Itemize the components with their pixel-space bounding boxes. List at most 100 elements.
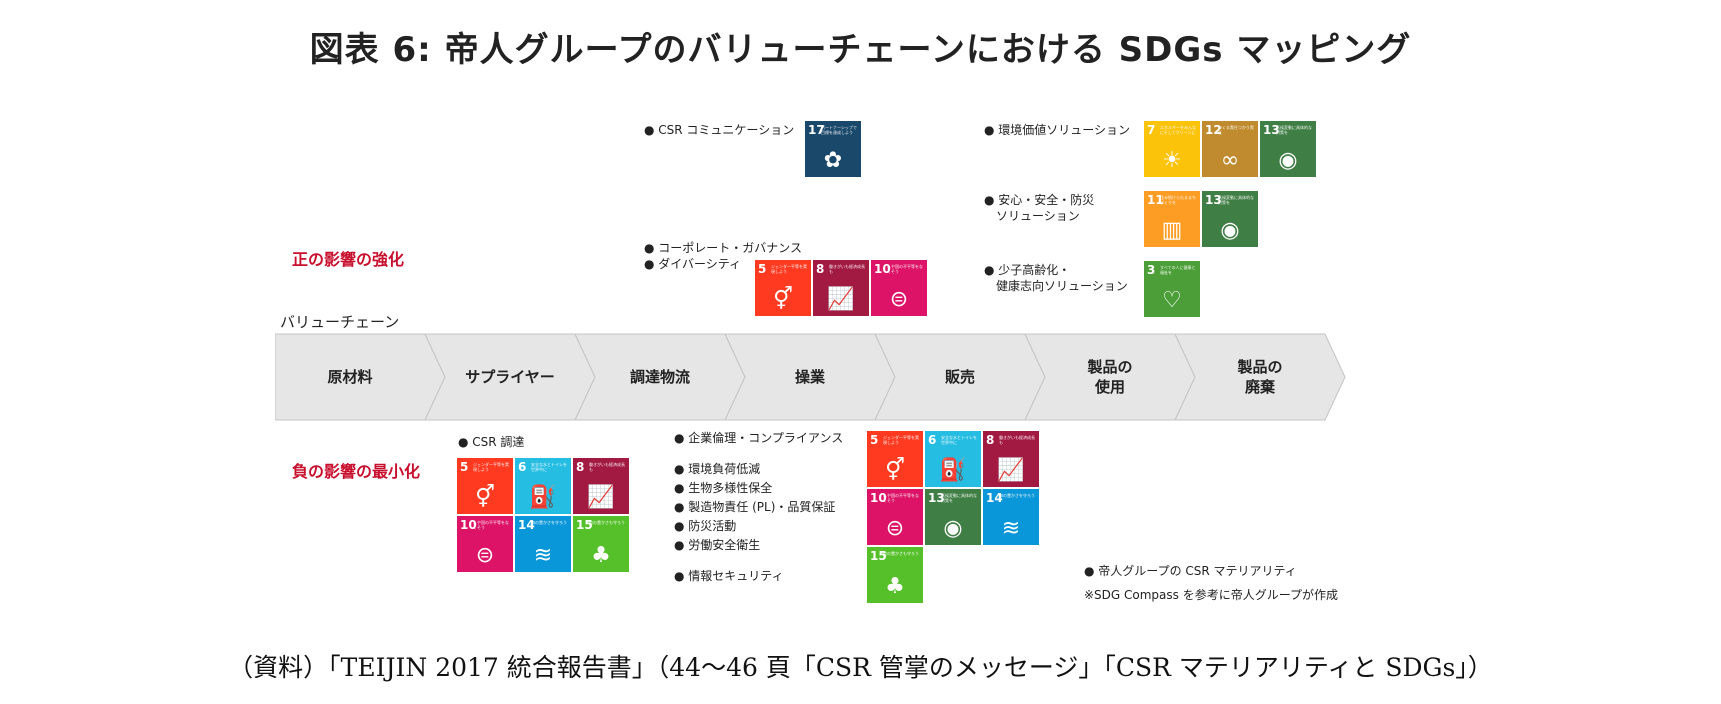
sdg-goal-text: ジェンダー平等を実現しよう: [473, 462, 509, 472]
value-chain-label: バリューチェーン: [280, 313, 400, 331]
sdg-goal-17-icon: ✿: [823, 148, 843, 173]
sdg-goal-number: 17: [808, 123, 825, 137]
sdg-goal-13-icon: ◉: [1278, 148, 1298, 173]
value-chain-arrows: [275, 333, 1346, 421]
sdg-goal-14-icon: ≋: [533, 543, 553, 568]
value-chain-stage: 調達物流: [629, 368, 690, 386]
page-title: 図表 6: 帝人グループのバリューチェーンにおける SDGs マッピング: [309, 30, 1412, 70]
sdg-goal-text: 海の豊かさを守ろう: [999, 493, 1035, 498]
sdg-goal-text: ジェンダー平等を実現しよう: [883, 435, 919, 445]
sdg-goal-text: 働きがいも経済成長も: [829, 264, 865, 274]
sdg-goal-14-icon: ≋: [1001, 516, 1021, 541]
item-governance-diversity: ● コーポレート・ガバナンス ● ダイバーシティ: [644, 241, 803, 271]
sdg-goal-number: 14: [518, 518, 535, 532]
value-chain: 原材料 サプライヤー 調達物流 操業 販売 製品の 使用 製品の 廃棄: [275, 333, 1355, 421]
sdg-goal-text: 気候変動に具体的な対策を: [1218, 195, 1254, 205]
sdg-goal-text: 働きがいも経済成長も: [589, 462, 625, 472]
sdg-goal-8-icon: 📈: [997, 458, 1025, 483]
item-information-security: ● 情報セキュリティ: [674, 569, 784, 583]
sdg-goal-number: 10: [874, 262, 891, 276]
sdg-goal-number: 7: [1147, 123, 1156, 137]
sdg-goal-text: 働きがいも経済成長も: [999, 435, 1035, 445]
value-chain-stage: 原材料: [327, 368, 373, 386]
sdg-goal-number: 5: [460, 460, 469, 474]
sdg-goal-number: 6: [518, 460, 527, 474]
sdg-goal-text: 海の豊かさを守ろう: [531, 520, 567, 525]
sdg-goal-text: ジェンダー平等を実現しよう: [771, 264, 807, 274]
value-chain-stage: 操業: [794, 368, 825, 386]
sdg-goal-5-icon: ⚥: [773, 287, 793, 312]
sdg-goal-text: 気候変動に具体的な対策を: [1276, 125, 1312, 135]
sdg-goal-11-icon: ▥: [1161, 218, 1183, 243]
item-csr-procurement: ● CSR 調達: [458, 435, 525, 449]
sdg-goal-3-icon: ♡: [1162, 288, 1182, 313]
sdg-goal-text: つくる責任つかう責任: [1218, 125, 1254, 135]
value-chain-stage: サプライヤー: [465, 368, 555, 386]
sdg-goal-number: 13: [1263, 123, 1280, 137]
item-ethics-compliance: ● 企業倫理・コンプライアンス: [674, 431, 844, 445]
sdg-goal-12-icon: ∞: [1220, 148, 1240, 173]
sdg-goal-text: 陸の豊かさも守ろう: [589, 520, 625, 525]
value-chain-stage: 製品の 廃棄: [1237, 358, 1283, 396]
sdg-goal-number: 13: [928, 491, 945, 505]
sdg-goal-number: 10: [870, 491, 887, 505]
sdg-goal-8-tile: 8 働きがいも経済成長も 📈: [982, 430, 1040, 488]
sdg-goal-text: 住み続けられるまちづくりを: [1160, 195, 1196, 205]
sdg-goal-number: 5: [758, 262, 767, 276]
sdg-goal-text: 人や国の不平等をなくそう: [887, 264, 923, 274]
sdg-goal-8-icon: 📈: [827, 287, 855, 312]
sdg-goal-text: すべての人に健康と福祉を: [1160, 265, 1196, 275]
sdg-goal-6-icon: ⛽: [529, 485, 557, 510]
sdg-goal-number: 14: [986, 491, 1003, 505]
sdg-goal-3-tile: 3 すべての人に健康と福祉を ♡: [1143, 260, 1201, 318]
sdg-goal-10-icon: ⊜: [889, 287, 909, 312]
sdg-goal-text: パートナーシップで目標を達成しよう: [821, 125, 857, 135]
sdg-goal-10-icon: ⊜: [885, 516, 905, 541]
value-chain-arrow: [1174, 333, 1346, 421]
sdg-goal-8-tile: 8 働きがいも経済成長も 📈: [812, 259, 870, 317]
sdg-goal-number: 8: [816, 262, 825, 276]
sdg-goal-5-tile: 5 ジェンダー平等を実現しよう ⚥: [754, 259, 812, 317]
value-chain-stage: 製品の 使用: [1087, 358, 1133, 396]
sdg-goal-8-icon: 📈: [587, 485, 615, 510]
sdg-goal-text: 陸の豊かさも守ろう: [883, 551, 919, 556]
sdg-goal-15-icon: ♣: [885, 574, 905, 599]
materiality-note: ● 帝人グループの CSR マテリアリティ: [1084, 564, 1297, 578]
sdg-goal-number: 13: [1205, 193, 1222, 207]
sdg-goal-number: 5: [870, 433, 879, 447]
positive-impact-label: 正の影響の強化: [292, 250, 405, 269]
sdg-goal-number: 3: [1147, 263, 1156, 277]
value-chain-stage: 販売: [944, 368, 975, 386]
compass-note: ※SDG Compass を参考に帝人グループが作成: [1084, 588, 1339, 602]
sdg-goal-number: 15: [870, 549, 887, 563]
sdg-goal-5-icon: ⚥: [475, 485, 495, 510]
item-health-solutions: ● 少子高齢化・ 健康志向ソリューション: [984, 263, 1128, 293]
source-caption: （資料）「TEIJIN 2017 統合報告書」（44～46 頁「CSR 管掌のメ…: [228, 653, 1493, 682]
item-environmental-value: ● 環境価値ソリューション: [984, 123, 1131, 137]
sdg-goal-text: 安全な水とトイレを世界中に: [941, 435, 977, 445]
sdg-goal-number: 11: [1147, 193, 1164, 207]
sdg-goal-text: 人や国の不平等をなくそう: [473, 520, 509, 530]
item-operations-list: ● 環境負荷低減 ● 生物多様性保全 ● 製造物責任 (PL)・品質保証 ● 防…: [674, 462, 836, 552]
sdg-goal-number: 8: [986, 433, 995, 447]
item-safety-solutions: ● 安心・安全・防災 ソリューション: [984, 193, 1095, 223]
